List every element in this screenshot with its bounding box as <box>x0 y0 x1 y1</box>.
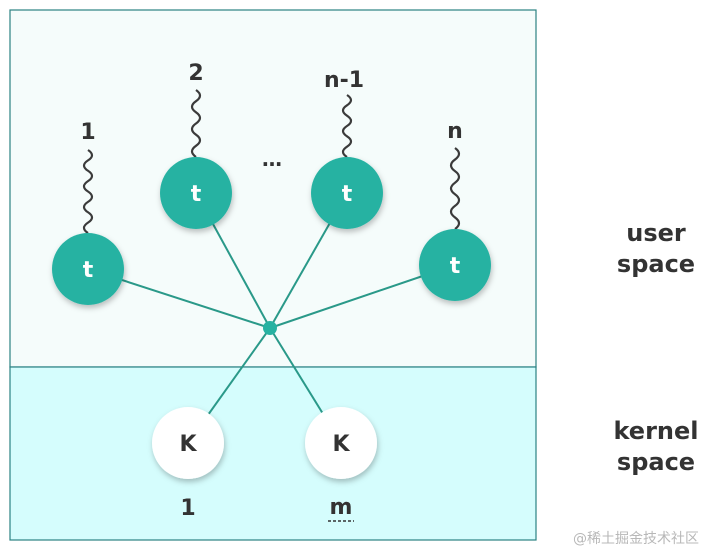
user-space-line1: user <box>626 219 686 247</box>
thread-node-n <box>419 229 491 301</box>
user-space-region <box>9 9 537 368</box>
kernel-thread-1: K 1 <box>152 407 224 521</box>
thread-number-label: 1 <box>80 120 95 145</box>
squiggle-line <box>449 147 461 230</box>
kernel-node-1 <box>152 407 224 479</box>
user-thread-1: t 1 <box>52 120 124 305</box>
thread-node-label: t <box>450 254 461 279</box>
thread-number-label: n <box>447 119 463 144</box>
thread-node-2 <box>160 157 232 229</box>
thread-node-n-1 <box>311 157 383 229</box>
user-thread-n: t n <box>419 119 491 301</box>
kernel-thread-m: K m <box>305 407 377 522</box>
kernel-space-region <box>9 366 537 541</box>
kernel-node-label: K <box>332 432 350 457</box>
thread-node-1 <box>52 233 124 305</box>
user-space-line2: space <box>616 250 696 278</box>
user-thread-2: t 2 <box>160 61 232 229</box>
user-thread-n-1: t n-1 <box>311 68 383 229</box>
squiggle-line <box>82 149 94 234</box>
thread-squiggles <box>82 89 461 234</box>
user-space-label: user space <box>606 218 706 280</box>
kernel-space-line2: space <box>616 448 696 476</box>
kernel-node-m <box>305 407 377 479</box>
kernel-number-label: m <box>330 495 353 520</box>
thread-number-label: n-1 <box>324 68 364 93</box>
thread-node-label: t <box>342 182 353 207</box>
squiggle-line <box>341 94 353 158</box>
kernel-space-line1: kernel <box>613 417 699 445</box>
kernel-node-label: K <box>179 432 197 457</box>
ellipsis: … <box>262 147 282 171</box>
thread-node-label: t <box>83 258 94 283</box>
thread-node-label: t <box>191 182 202 207</box>
watermark: @稀土掘金技术社区 <box>573 531 699 547</box>
kernel-space-label: kernel space <box>606 416 706 478</box>
kernel-number-label: 1 <box>180 496 195 521</box>
squiggle-line <box>190 89 202 158</box>
thread-number-label: 2 <box>188 61 203 86</box>
hub-dot <box>263 321 277 335</box>
